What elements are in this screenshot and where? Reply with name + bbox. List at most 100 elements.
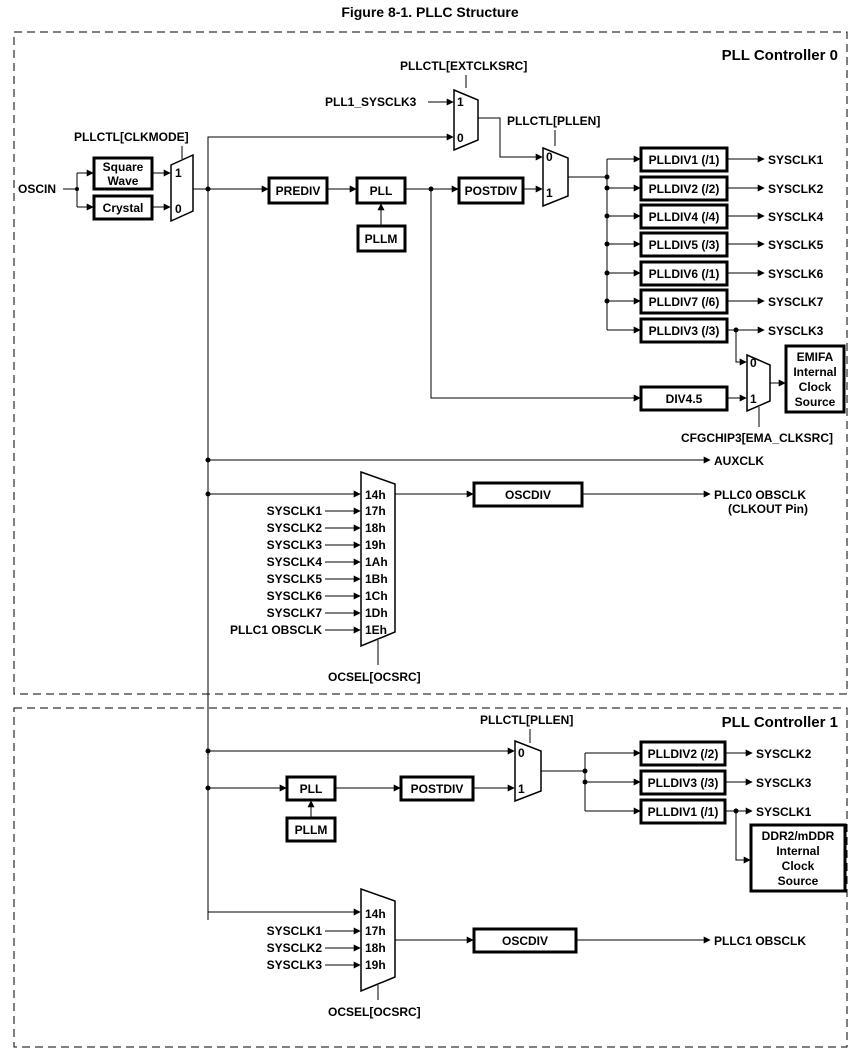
obs0-input-label: SYSCLK7	[267, 606, 323, 620]
pllen1-mux-in0: 0	[518, 746, 525, 760]
pll0-divider-row-5: PLLDIV6 (/1) SYSCLK6	[604, 260, 824, 287]
obs1-input-label: SYSCLK1	[267, 924, 323, 938]
emifa-label-line1: EMIFA	[797, 350, 834, 364]
extclksrc-mux-in1: 1	[457, 95, 464, 109]
ema-clksrc-mux	[746, 353, 771, 413]
controller1-frame	[13, 707, 848, 1048]
controller1-title: PLL Controller 1	[722, 714, 838, 731]
obs0-input-label: PLLC1 OBSCLK	[230, 623, 322, 637]
pll0-divider-row-1: PLLDIV1 (/1) SYSCLK1	[607, 146, 824, 173]
pll0-divider-row-3: PLLDIV4 (/4) SYSCLK4	[604, 203, 824, 230]
sysclk-output-label: SYSCLK7	[768, 295, 824, 309]
obs0-input-label: SYSCLK2	[267, 521, 323, 535]
obs1-code: 14h	[365, 907, 386, 921]
ocsel0-select-label: OCSEL[OCSRC]	[328, 670, 421, 684]
pll0-label: PLL	[370, 184, 393, 198]
div45-label: DIV4.5	[666, 392, 703, 406]
emifa-clock-source-box	[784, 344, 846, 414]
ddr-label-line4: Source	[778, 874, 819, 888]
pll0-divider-row-6: PLLDIV7 (/6) SYSCLK7	[604, 288, 824, 315]
pll0-divider-row-7: PLLDIV3 (/3) SYSCLK3	[607, 317, 824, 344]
oscdiv1-label: OSCDIV	[502, 934, 548, 948]
emifa-label-line2: Internal	[793, 365, 836, 379]
pllm0-label: PLLM	[365, 232, 398, 246]
obs1-code: 19h	[365, 958, 386, 972]
postdiv0-box	[457, 176, 525, 205]
clkmode-mux-in1: 1	[175, 166, 182, 180]
obs0-input-label: SYSCLK5	[267, 572, 323, 586]
prediv-label: PREDIV	[276, 184, 321, 198]
pllc1-obsclk-label: PLLC1 OBSCLK	[714, 934, 806, 948]
oscin-input: OSCIN	[18, 169, 94, 211]
pllen0-mux-in1: 1	[546, 186, 553, 200]
clkmode-select-label: PLLCTL[CLKMODE]	[74, 130, 189, 144]
obs0-code: 1Bh	[365, 572, 388, 586]
clkmode-mux	[170, 153, 194, 223]
obs0-input-label: SYSCLK6	[267, 589, 323, 603]
pll1-divider-row-2: PLLDIV3 (/3) SYSCLK3	[582, 769, 812, 796]
oscin-label: OSCIN	[18, 182, 56, 196]
obs0-code: 17h	[365, 504, 386, 518]
clkout-pin-label: (CLKOUT Pin)	[728, 502, 808, 516]
clkmode-mux-in0: 0	[175, 202, 182, 216]
obs0-input-label: SYSCLK4	[267, 555, 323, 569]
plldiv-label: PLLDIV1 (/1)	[649, 153, 720, 167]
obs0-code: 14h	[365, 488, 386, 502]
obsclk1-mux	[360, 887, 396, 993]
plldiv-label: PLLDIV4 (/4)	[649, 210, 720, 224]
auxclk-label: AUXCLK	[714, 454, 764, 468]
pll0-box	[355, 176, 407, 205]
pllen0-mux	[542, 146, 569, 208]
plldiv-label: PLLDIV5 (/3)	[649, 238, 720, 252]
sysclk-output-label: SYSCLK4	[768, 210, 824, 224]
obs1-input-label: SYSCLK3	[267, 958, 323, 972]
pllen1-select-label: PLLCTL[PLLEN]	[480, 713, 573, 727]
pllen0-mux-in0: 0	[546, 150, 553, 164]
sysclk-output-label: SYSCLK6	[768, 267, 824, 281]
pllm1-label: PLLM	[295, 823, 328, 837]
plldiv-label: PLLDIV2 (/2)	[648, 747, 719, 761]
square-wave-box	[92, 156, 154, 191]
ema-mux-in1: 1	[750, 392, 757, 406]
pll0-divider-row-2: PLLDIV2 (/2) SYSCLK2	[604, 175, 824, 202]
emifa-label-line3: Clock	[799, 380, 832, 394]
pll1-divider-row-1: PLLDIV2 (/2) SYSCLK2	[585, 740, 812, 767]
ocsel1-select-label: OCSEL[OCSRC]	[328, 1005, 421, 1019]
extclksrc-mux-in0: 0	[457, 131, 464, 145]
obs0-code: 1Dh	[365, 606, 388, 620]
obs1-code: 18h	[365, 941, 386, 955]
obs0-input-label: SYSCLK1	[267, 504, 323, 518]
obs0-code: 1Ch	[365, 589, 388, 603]
pllen0-select-label: PLLCTL[PLLEN]	[507, 114, 600, 128]
ddr-label-line2: Internal	[776, 844, 819, 858]
plldiv-label: PLLDIV1 (/1)	[648, 805, 719, 819]
sysclk-output-label: SYSCLK2	[768, 182, 824, 196]
sysclk-output-label: SYSCLK2	[756, 747, 812, 761]
obs0-input-label: SYSCLK3	[267, 538, 323, 552]
ddr-clock-source-box	[749, 823, 847, 893]
prediv-box	[267, 176, 329, 205]
plldiv-label: PLLDIV7 (/6)	[649, 295, 720, 309]
figure-title: Figure 8-1. PLLC Structure	[341, 4, 519, 20]
obs0-code: 1Eh	[365, 623, 387, 637]
plldiv-label: PLLDIV2 (/2)	[649, 182, 720, 196]
obs0-code: 18h	[365, 521, 386, 535]
ddr-label-line1: DDR2/mDDR	[762, 829, 835, 843]
plldiv-label: PLLDIV6 (/1)	[649, 267, 720, 281]
pllen1-mux-in1: 1	[518, 782, 525, 796]
ema-clksrc-select-label: CFGCHIP3[EMA_CLKSRC]	[681, 431, 833, 445]
extclksrc-mux	[453, 88, 479, 152]
oscdiv0-label: OSCDIV	[505, 488, 551, 502]
pllen1-mux	[514, 739, 542, 803]
sysclk-output-label: SYSCLK1	[756, 805, 812, 819]
square-wave-label-line2: Wave	[108, 174, 139, 188]
pllc0-obsclk-label: PLLC0 OBSCLK	[714, 488, 806, 502]
controller0-frame	[13, 31, 848, 695]
sysclk-output-label: SYSCLK5	[768, 238, 824, 252]
sysclk-output-label: SYSCLK3	[768, 324, 824, 338]
postdiv1-label: POSTDIV	[411, 782, 464, 796]
pll1-sysclk3-label: PLL1_SYSCLK3	[325, 95, 417, 109]
extclksrc-select-label: PLLCTL[EXTCLKSRC]	[400, 59, 527, 73]
obs1-code: 17h	[365, 924, 386, 938]
